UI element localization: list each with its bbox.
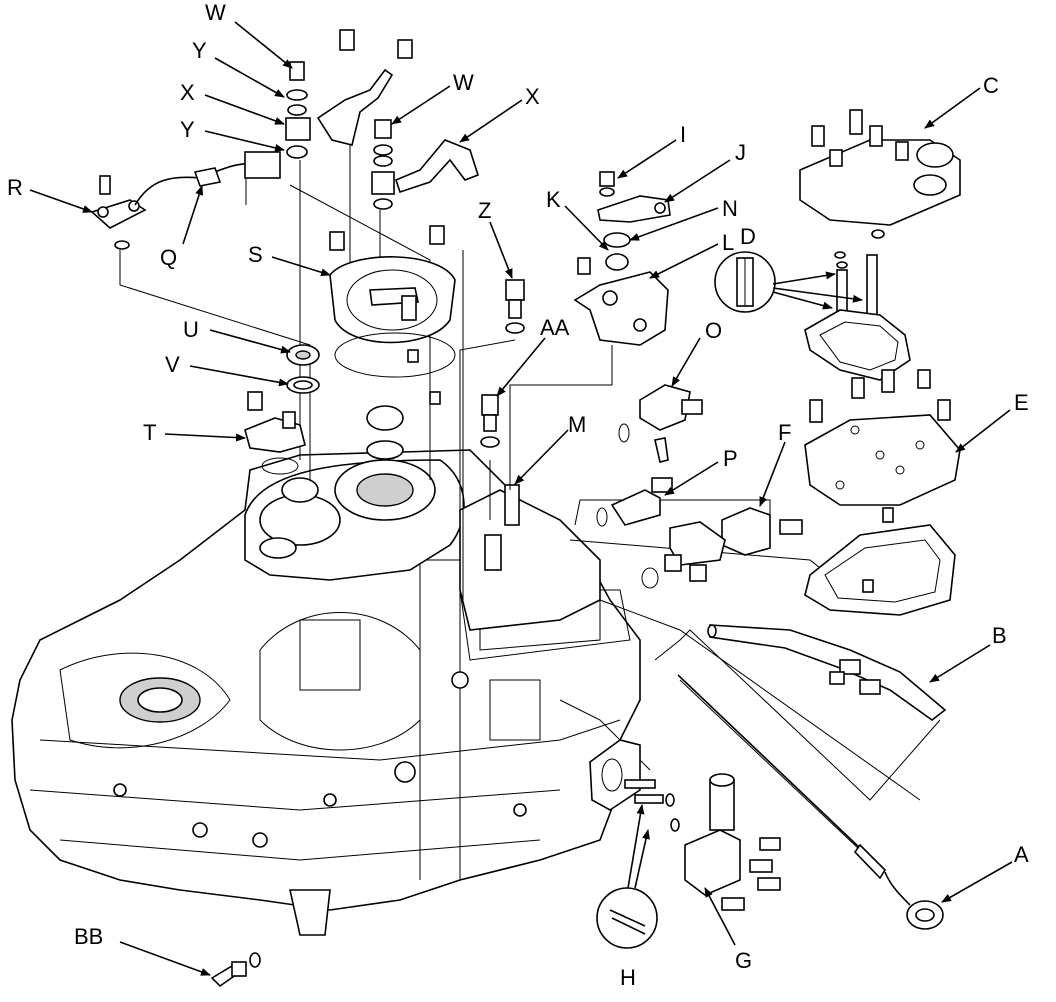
callout-n: N (722, 196, 738, 221)
callout-y-lower: Y (180, 117, 195, 142)
callout-t: T (143, 420, 156, 445)
detail-d (714, 251, 911, 381)
callout-p: P (723, 446, 738, 471)
solenoid-g (589, 739, 781, 949)
sensor-assembly-l (573, 171, 671, 346)
valve-body-cover-e (804, 369, 961, 616)
callout-aa: AA (540, 315, 570, 340)
callout-s: S (248, 242, 263, 267)
callout-x-right: X (525, 84, 540, 109)
dipstick-a (677, 674, 944, 930)
callout-m: M (568, 412, 586, 437)
callout-u: U (183, 317, 199, 342)
callout-bb: BB (74, 924, 103, 949)
callout-b: B (992, 623, 1007, 648)
callout-z: Z (478, 198, 491, 223)
callout-c: C (983, 73, 999, 98)
callout-arrows (29, 21, 1013, 976)
callout-w-right: W (453, 70, 474, 95)
callout-labels: W Y X Y W X R Q S U V T Z AA M I J K N L… (7, 0, 1029, 990)
sensors-z-aa-m (480, 279, 525, 448)
plug-u-seal-v-cover-t (244, 344, 404, 475)
callout-g: G (735, 948, 752, 973)
callout-r: R (7, 175, 23, 200)
callout-y-upper: Y (192, 38, 207, 63)
explode-lines (119, 145, 941, 851)
wire-harness-group (90, 29, 479, 250)
callout-x-left: X (180, 80, 195, 105)
callout-k: K (546, 187, 561, 212)
callout-q: Q (160, 245, 177, 270)
end-cover-s (329, 225, 456, 405)
callout-h: H (620, 965, 636, 990)
solenoid-body-c (799, 109, 961, 269)
callout-f: F (778, 420, 791, 445)
callout-w-upper: W (205, 0, 226, 25)
callout-l: L (722, 230, 734, 255)
sensors-o-p-f (596, 384, 803, 589)
callout-e: E (1014, 390, 1029, 415)
atf-pipe-b (707, 624, 947, 721)
callout-v: V (165, 352, 180, 377)
callout-o: O (705, 318, 722, 343)
callout-i: I (680, 122, 686, 147)
callout-a: A (1014, 842, 1029, 867)
drain-plug-bb (210, 952, 261, 988)
callout-j: J (735, 140, 746, 165)
callout-d: D (740, 224, 756, 249)
transmission-housing (11, 449, 641, 936)
